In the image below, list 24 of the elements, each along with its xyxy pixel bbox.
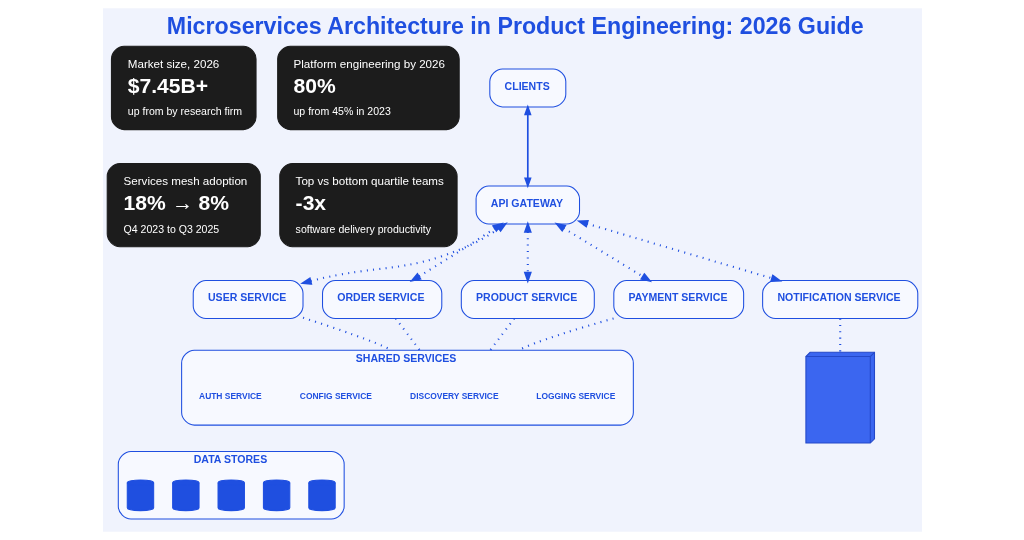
- cluster: DATA STORES: [117, 451, 345, 520]
- arrow: [409, 222, 504, 282]
- node-text: LOGGING SERVICE: [535, 390, 615, 401]
- node-box: PAYMENT SERVICE: [612, 280, 744, 320]
- node-box: USER SERVICE: [192, 280, 304, 320]
- arrow: [523, 104, 532, 189]
- node-text: DISCOVERY SERVICE: [409, 390, 499, 401]
- arrow: [554, 222, 652, 283]
- node-box: CLIENTS: [488, 68, 566, 108]
- node-box: Market size, 2026 $7.45B+ up from by research firm: [110, 45, 257, 131]
- connector: [488, 318, 515, 351]
- node-text: CONFIG SERVICE: [299, 390, 372, 401]
- node-box: Platform engineering by 2026 80% up from 45% in 2023: [276, 45, 460, 131]
- node-box: ORDER SERVICE: [321, 280, 442, 320]
- node-text: AUTH SERVICE: [198, 390, 262, 401]
- node-box: PRODUCT SERVICE: [460, 280, 595, 320]
- node-box: Services mesh adoption 18% → 8% Q4 2023 to Q3 2025: [106, 162, 261, 248]
- node-box: Top vs bottom quartile teams -3x software delivery productivity: [278, 162, 458, 248]
- arrow: [576, 220, 782, 282]
- connector: [394, 318, 421, 351]
- arrow: [523, 221, 532, 284]
- node-box: API GATEWAY: [475, 185, 580, 225]
- diagram-title: Microservices Architecture in Product Engineering: 2026 Guide: [166, 13, 864, 40]
- node-box: NOTIFICATION SERVICE: [761, 280, 918, 320]
